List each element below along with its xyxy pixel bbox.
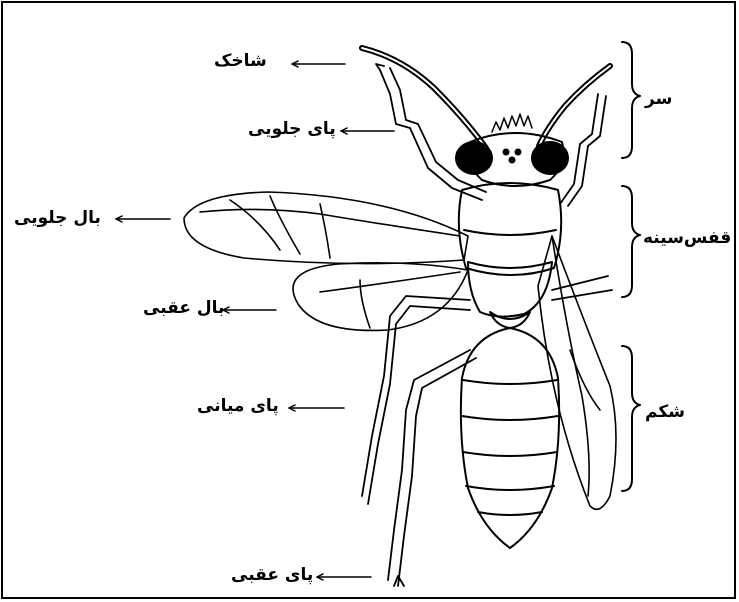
label-thorax: قفس‌سینه (643, 230, 731, 247)
label-middle-leg: پای میانی (197, 398, 279, 415)
label-front-leg: پای جلویی (248, 121, 336, 138)
label-antenna: شاخک (214, 53, 267, 70)
antennae (362, 48, 610, 148)
label-head: سر (645, 91, 672, 108)
label-hind-leg: پای عقبی (231, 567, 313, 584)
abdomen (461, 328, 559, 548)
label-abdomen: شکم (645, 404, 685, 421)
region-braces (622, 42, 640, 491)
label-front-wing: بال جلویی (14, 210, 101, 227)
middle-legs (362, 276, 612, 504)
hind-legs (388, 350, 476, 586)
label-hind-wing: بال عقبی (143, 300, 224, 317)
brace-head (622, 42, 640, 158)
brace-thorax (622, 186, 640, 297)
front-wing (184, 192, 468, 264)
hind-wing (293, 263, 468, 331)
brace-abdomen (622, 346, 640, 491)
